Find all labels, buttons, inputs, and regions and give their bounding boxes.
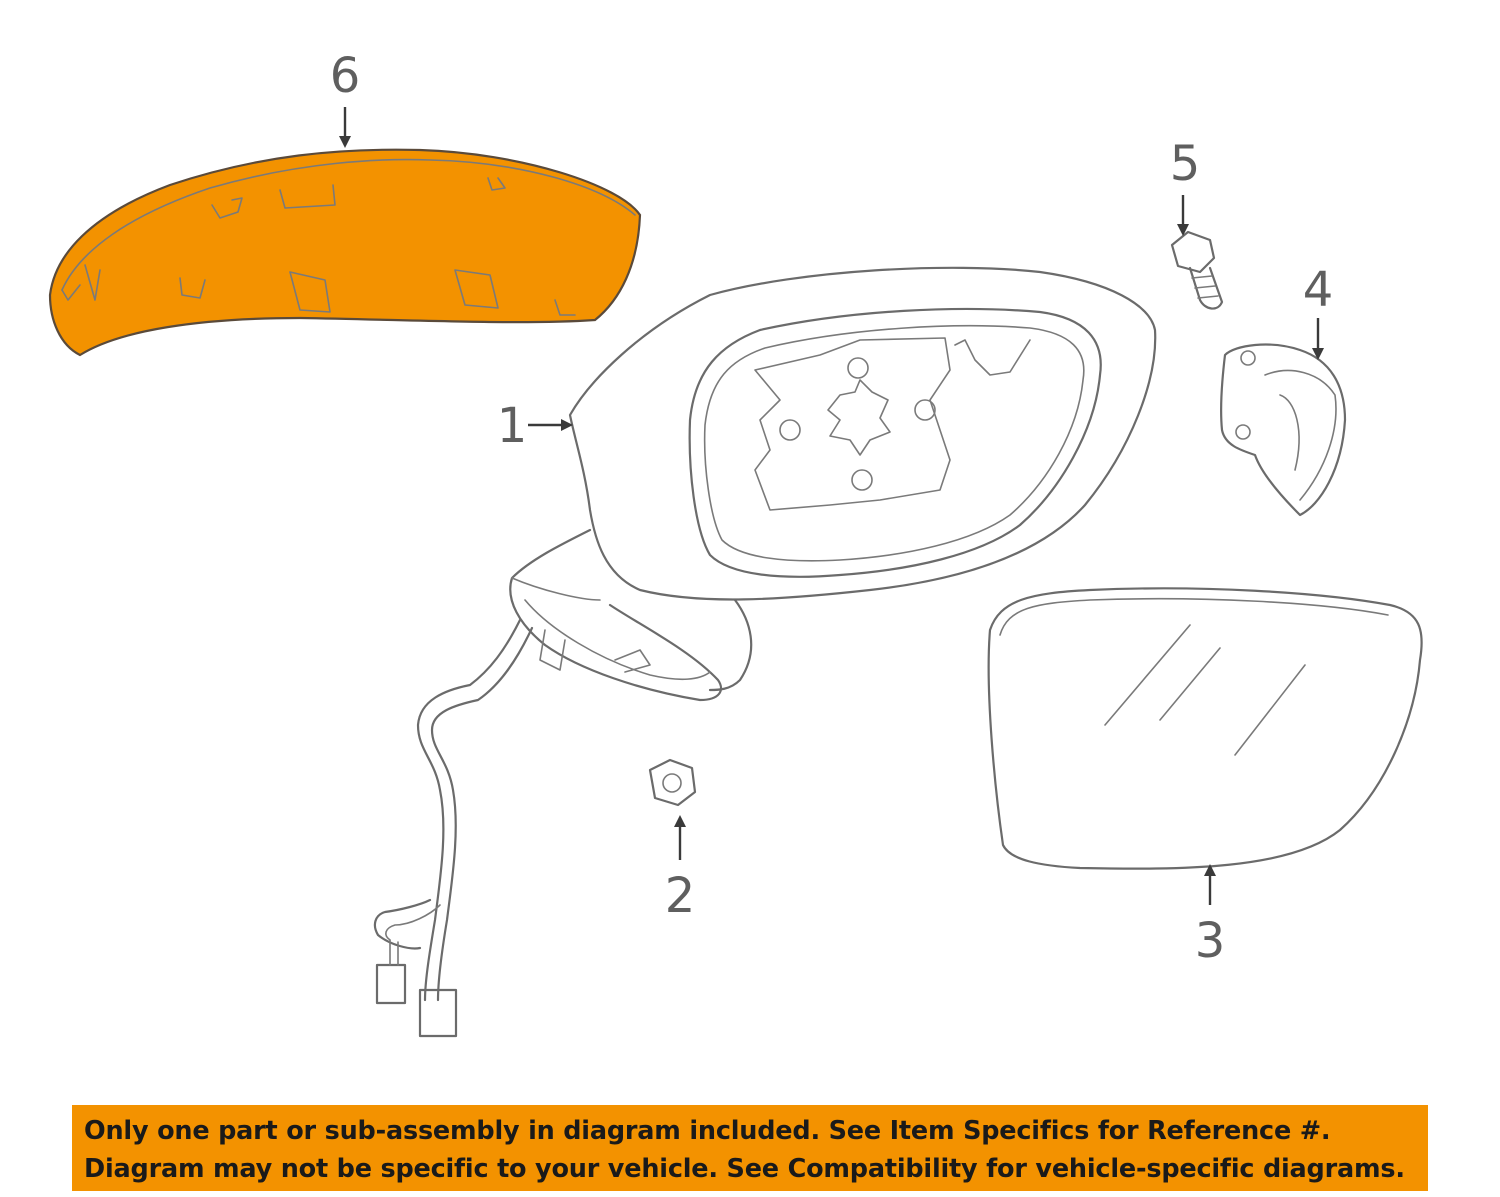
callout-arrow-6 (339, 107, 351, 148)
callout-number-5: 5 (1170, 136, 1201, 192)
callout-arrow-2 (674, 815, 686, 860)
callout-number-3: 3 (1195, 913, 1226, 969)
nut-part-2 (648, 758, 697, 807)
screw-part-5 (1170, 230, 1224, 310)
callout-arrow-4 (1312, 318, 1324, 360)
callout-number-6: 6 (330, 48, 361, 104)
callout-number-1: 1 (497, 398, 528, 454)
mirror-cover-part-6 (48, 148, 642, 357)
signal-lamp-part-4 (1220, 343, 1347, 517)
callout-arrow-3 (1204, 864, 1216, 905)
disclaimer-banner: Only one part or sub-assembly in diagram… (72, 1105, 1428, 1191)
callout-arrow-1 (528, 419, 573, 431)
disclaimer-line-1: Only one part or sub-assembly in diagram… (84, 1116, 1331, 1146)
callout-number-4: 4 (1303, 262, 1334, 318)
callout-number-2: 2 (665, 868, 696, 924)
disclaimer-line-2: Diagram may not be specific to your vehi… (84, 1154, 1405, 1184)
mirror-assembly-part-1 (373, 266, 1157, 1038)
mirror-glass-part-3 (987, 587, 1423, 870)
callout-arrow-5 (1177, 195, 1189, 236)
